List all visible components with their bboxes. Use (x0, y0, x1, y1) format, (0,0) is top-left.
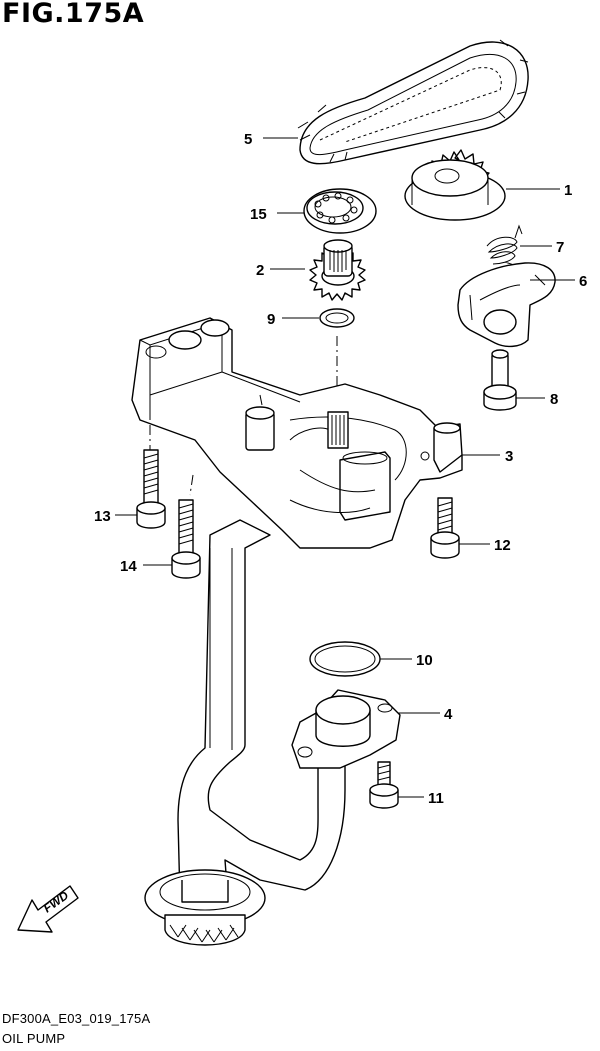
callout-15: 15 (250, 206, 267, 223)
part-6-chain-tensioner (457, 262, 556, 348)
callout-2: 2 (256, 262, 264, 279)
part-14-bolt (171, 499, 201, 579)
part-15-bearing (303, 188, 377, 234)
callout-4: 4 (444, 706, 453, 723)
part-5-timing-chain (297, 39, 529, 165)
callout-11: 11 (428, 790, 444, 807)
part-2-drive-gear (309, 239, 366, 301)
part-12-bolt (430, 497, 460, 559)
drawing-name: OIL PUMP (2, 1031, 66, 1046)
callout-3: 3 (505, 448, 513, 465)
part-9-o-ring (319, 308, 355, 328)
fwd-direction-arrow: FWD (17, 885, 79, 933)
part-11-bolt (369, 761, 399, 809)
callout-14: 14 (120, 558, 137, 575)
part-13-bolt (136, 449, 166, 529)
callout-10: 10 (416, 652, 433, 669)
callout-6: 6 (579, 273, 587, 290)
callout-7: 7 (556, 239, 564, 256)
part-7-tensioner-spring (486, 224, 524, 269)
callout-1: 1 (564, 182, 572, 199)
part-4-oil-strainer (144, 519, 401, 946)
callout-numbers: 5 1 15 7 2 6 9 8 3 13 12 14 10 4 11 (94, 131, 587, 807)
callout-9: 9 (267, 311, 275, 328)
part-1-oil-pump-sprocket (404, 149, 506, 221)
callout-5: 5 (244, 131, 252, 148)
part-8-pivot-bolt (483, 349, 517, 411)
part-3-oil-pump-assembly (131, 317, 463, 549)
callout-13: 13 (94, 508, 111, 525)
leader-lines (115, 137, 575, 798)
figure-title: FIG.175A (2, 0, 145, 29)
drawing-code: DF300A_E03_019_175A (2, 1011, 151, 1026)
callout-12: 12 (494, 537, 511, 554)
part-10-o-ring (309, 641, 381, 677)
callout-8: 8 (550, 391, 558, 408)
